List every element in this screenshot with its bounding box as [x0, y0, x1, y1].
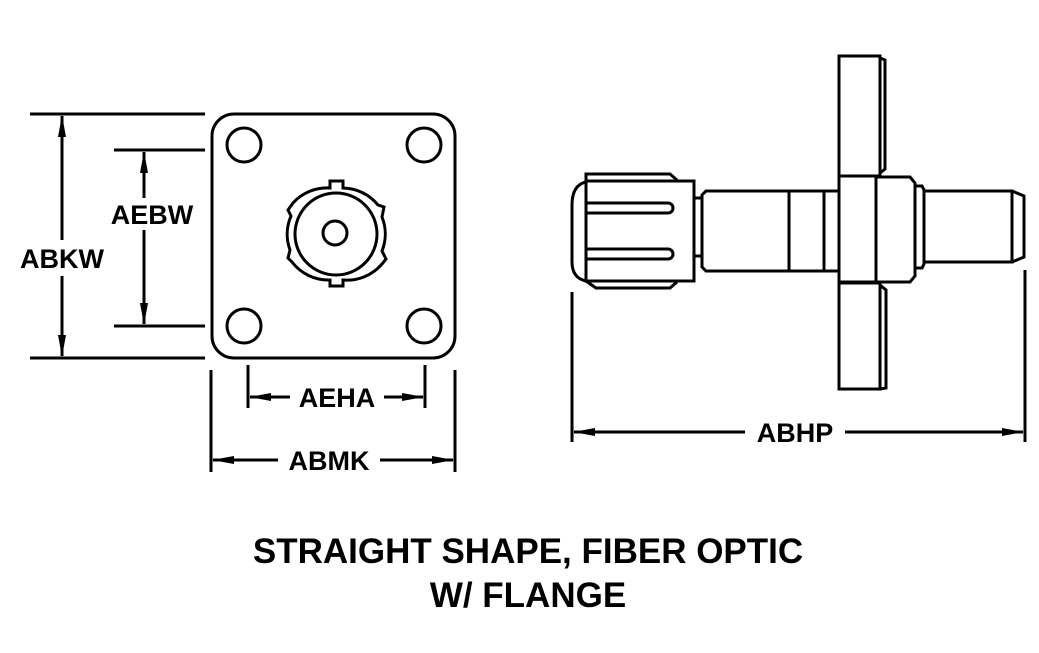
body: [700, 189, 841, 273]
mounting-hole: [405, 307, 443, 345]
fiber-hole: [321, 219, 349, 247]
dimension-label-abmk: ABMK: [289, 446, 370, 476]
dimension-aebw: AEBW: [111, 148, 205, 328]
side-view-connector: [570, 54, 1026, 391]
coupling-nut: [570, 172, 702, 290]
dimension-abmk: ABMK: [209, 370, 457, 476]
flange-profile: [837, 54, 888, 391]
rear-body: [876, 175, 1026, 284]
mounting-hole: [405, 126, 443, 164]
dimension-label-aebw: AEBW: [111, 200, 194, 230]
dimension-abhp: ABHP: [570, 270, 1027, 448]
mounting-hole: [225, 307, 263, 345]
dimension-label-aeha: AEHA: [299, 383, 376, 413]
title-line-1: STRAIGHT SHAPE, FIBER OPTIC: [253, 532, 803, 571]
title-line-2: W/ FLANGE: [430, 576, 626, 615]
mounting-hole: [225, 126, 263, 164]
dimension-abkw: ABKW: [20, 112, 205, 360]
dimension-aeha: AEHA: [246, 365, 427, 413]
dimension-label-abkw: ABKW: [20, 244, 104, 274]
front-view-flange: [210, 112, 457, 360]
dimension-label-abhp: ABHP: [757, 418, 834, 448]
keyed-coupling: [285, 179, 388, 288]
